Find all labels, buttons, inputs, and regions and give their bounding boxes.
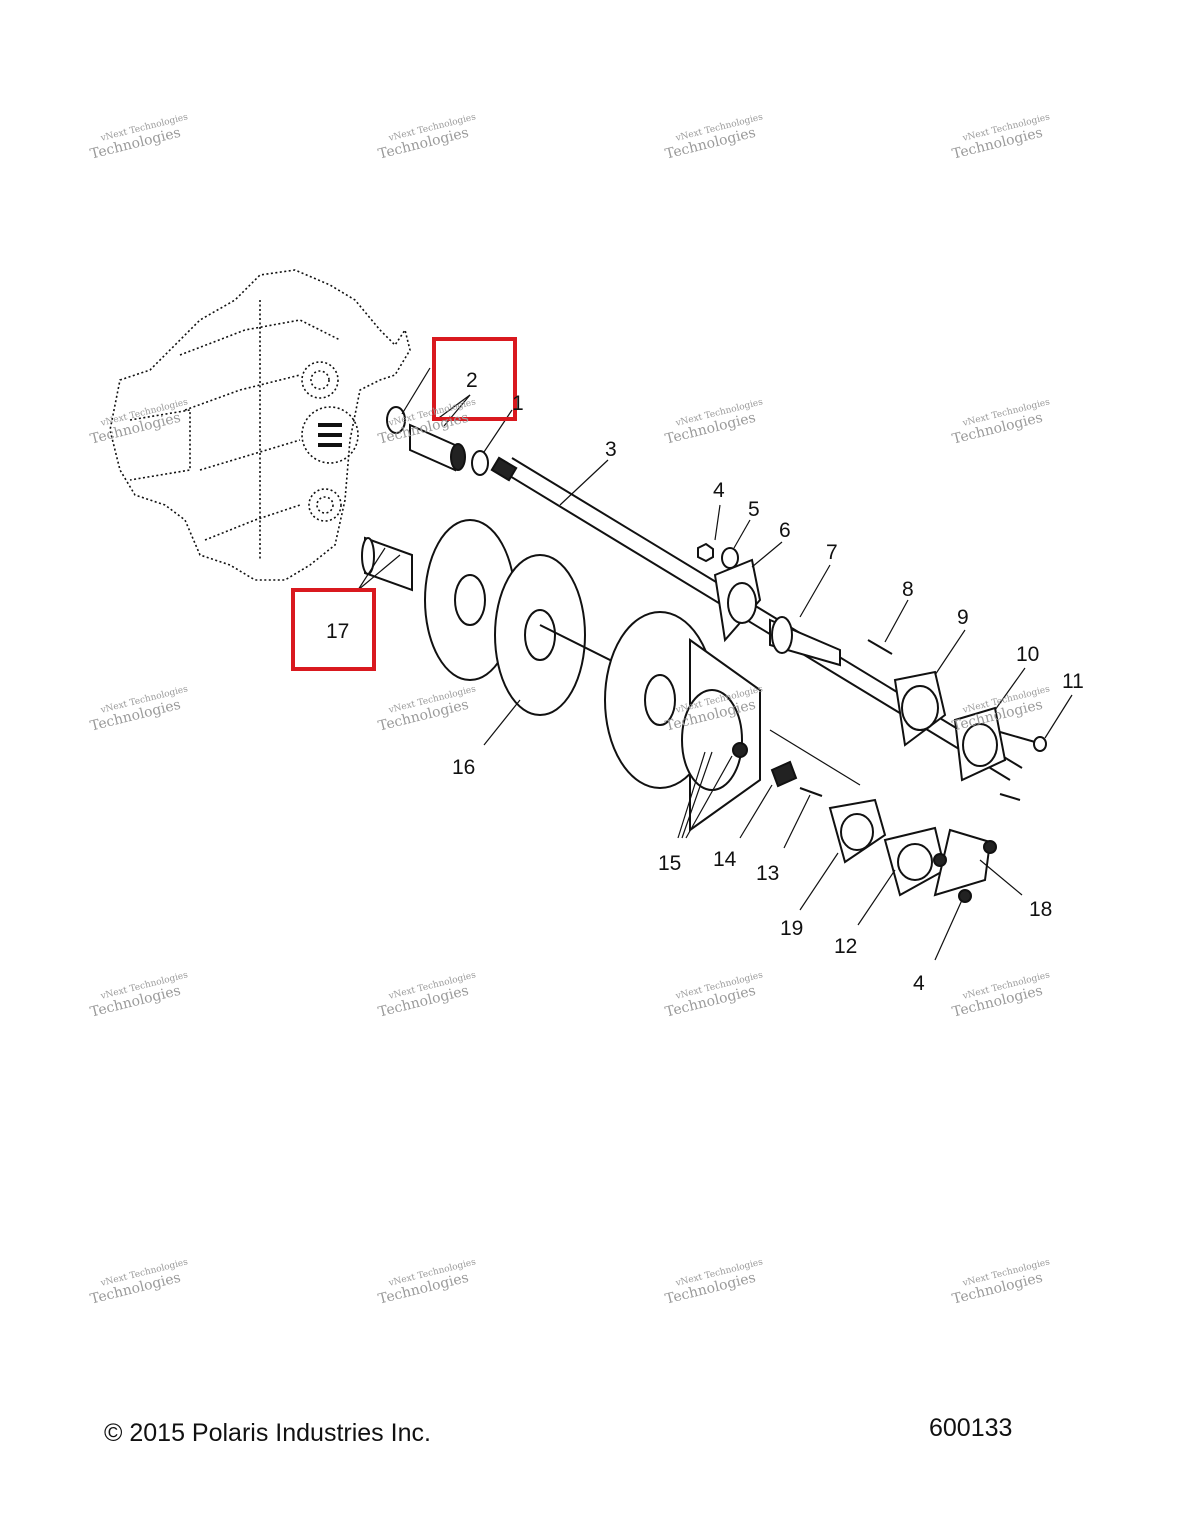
callout-19: 19	[780, 917, 803, 940]
sleeve-17	[361, 536, 413, 592]
callout-1: 1	[512, 392, 524, 415]
highlight-box-17	[291, 588, 376, 671]
callout-6: 6	[779, 519, 791, 542]
callout-4-lower: 4	[913, 972, 925, 995]
gearcase-outline	[109, 269, 411, 581]
callout-17: 17	[326, 620, 349, 643]
brake-drum	[681, 638, 761, 832]
callout-5: 5	[748, 498, 760, 521]
callout-16: 16	[452, 756, 475, 779]
drive-sprockets	[424, 519, 716, 789]
diagram-number: 600133	[929, 1414, 1013, 1442]
callout-9: 9	[957, 606, 969, 629]
highlight-box-2	[432, 337, 517, 421]
callout-18: 18	[1029, 898, 1052, 921]
callout-13: 13	[756, 862, 779, 885]
callout-11: 11	[1062, 670, 1084, 693]
callout-14: 14	[713, 848, 737, 871]
callout-10: 10	[1016, 643, 1039, 666]
bearing-flanges-right	[893, 670, 1047, 801]
bearing-hardware-upper	[697, 542, 893, 667]
callout-3: 3	[605, 438, 617, 461]
leader-lines	[357, 367, 1073, 961]
spacer-and-seals	[386, 406, 489, 476]
callout-12: 12	[834, 935, 857, 958]
bearing-hardware-lower	[770, 760, 997, 903]
callout-7: 7	[826, 541, 838, 564]
callout-labels: 2 1 3 4 5 6 7 8 9 10 11 17 16 15 14 13 1…	[326, 369, 1084, 995]
callout-8: 8	[902, 578, 914, 601]
copyright-text: © 2015 Polaris Industries Inc.	[104, 1419, 431, 1447]
callout-15: 15	[658, 852, 681, 875]
callout-2: 2	[466, 369, 478, 392]
callout-4-upper: 4	[713, 479, 725, 502]
